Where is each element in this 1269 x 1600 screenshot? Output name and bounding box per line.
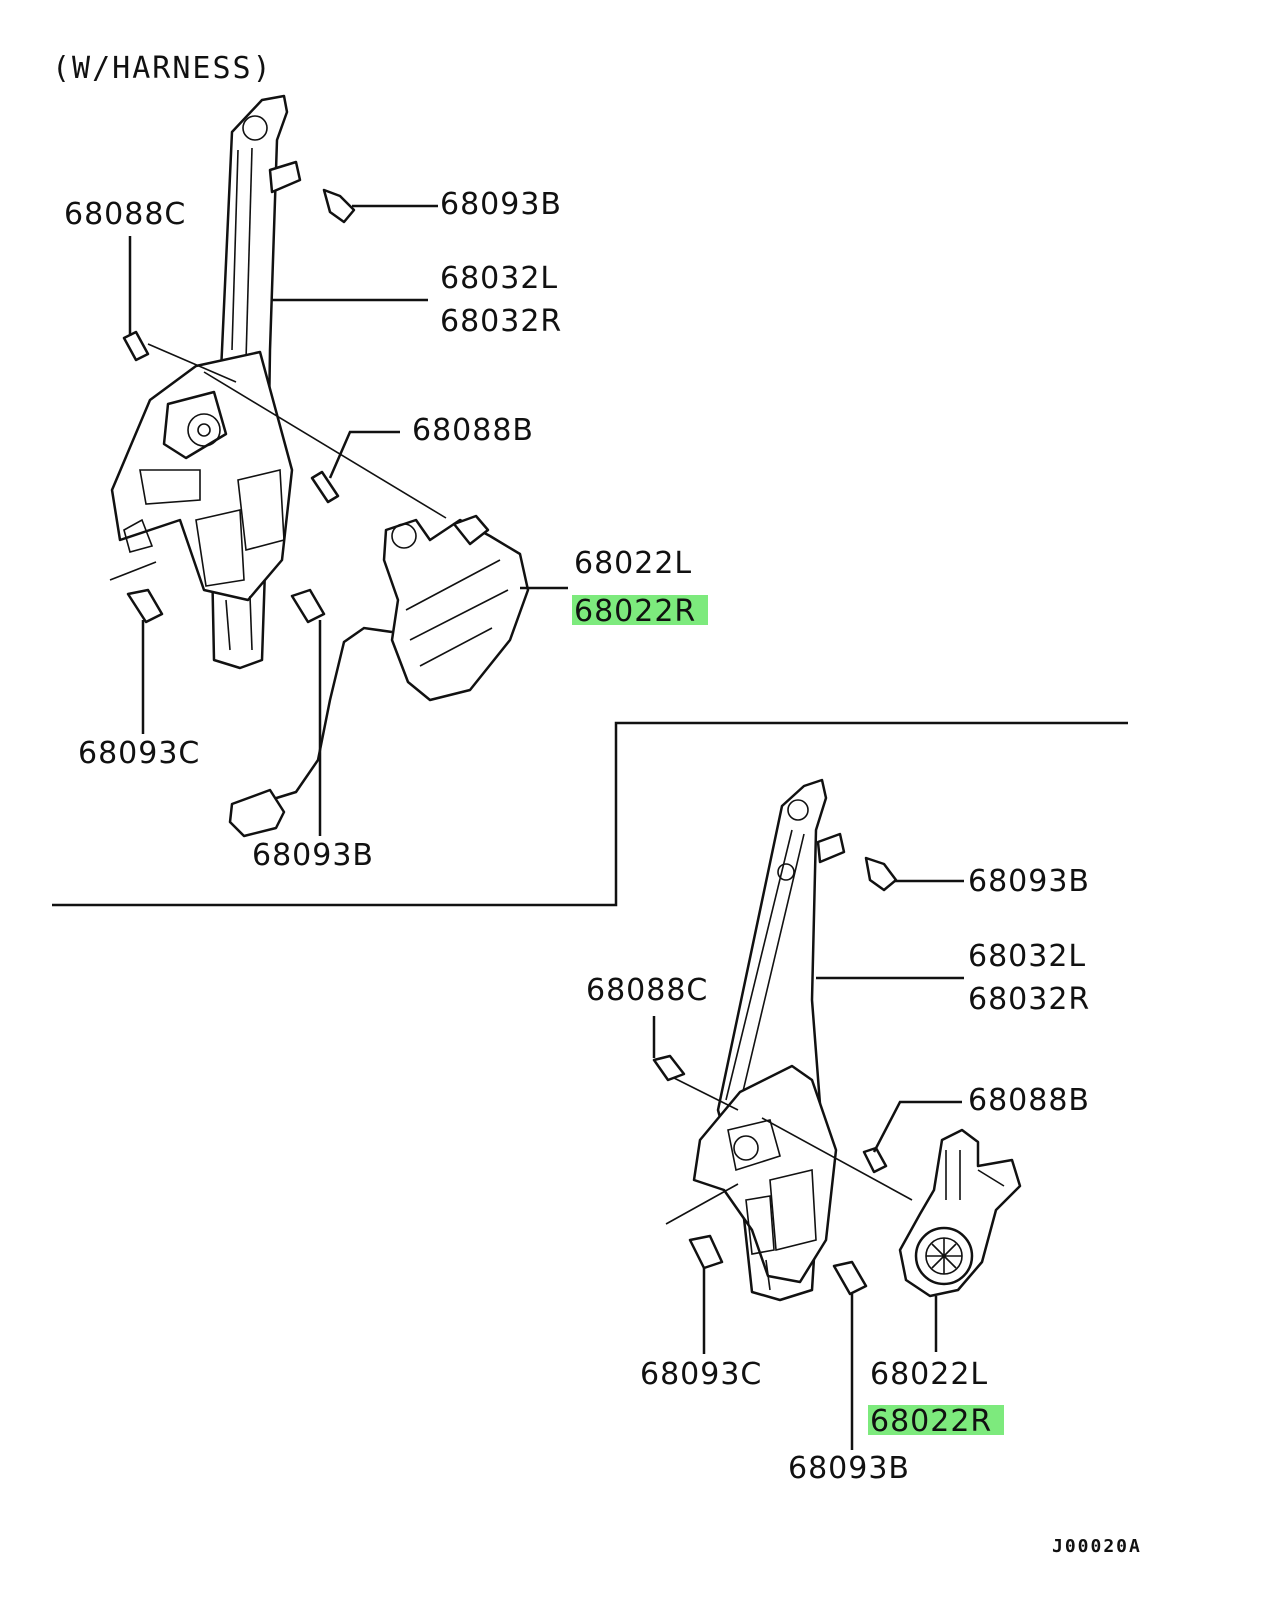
callout-upper-68032l: 68032L [440, 261, 558, 296]
callout-upper-68022r: 68022R [574, 594, 696, 629]
callout-lower-68022r: 68022R [870, 1404, 992, 1439]
lower-leader-68088b [872, 1100, 962, 1153]
highlight-upper-68022r [572, 595, 708, 625]
callout-upper-68093b-bottom: 68093B [252, 838, 374, 873]
lower-regulator-assembly [652, 778, 1022, 1302]
callout-lower-68032r: 68032R [968, 982, 1090, 1017]
header-label: (W/HARNESS) [52, 51, 273, 86]
diagram-code: J00020A [1052, 1536, 1142, 1557]
callout-lower-68022l: 68022L [870, 1357, 988, 1392]
callout-upper-68022l: 68022L [574, 546, 692, 581]
callout-upper-68088b: 68088B [412, 413, 534, 448]
callout-upper-68032r: 68032R [440, 304, 562, 339]
callout-upper-68088c: 68088C [64, 197, 186, 232]
callout-lower-68032l: 68032L [968, 939, 1086, 974]
upper-regulator-assembly [109, 94, 530, 838]
section-divider [52, 721, 1128, 907]
callout-lower-68093b-bottom: 68093B [788, 1451, 910, 1486]
callout-lower-68088c: 68088C [586, 973, 708, 1008]
callout-upper-68093b-top: 68093B [440, 187, 562, 222]
callout-lower-68093c: 68093C [640, 1357, 762, 1392]
highlight-lower-68022r [868, 1405, 1004, 1435]
callout-lower-68088b: 68088B [968, 1083, 1090, 1118]
callout-lower-68093b-top: 68093B [968, 864, 1090, 899]
callout-upper-68093c: 68093C [78, 736, 200, 771]
upper-leader-68088b [328, 430, 400, 479]
